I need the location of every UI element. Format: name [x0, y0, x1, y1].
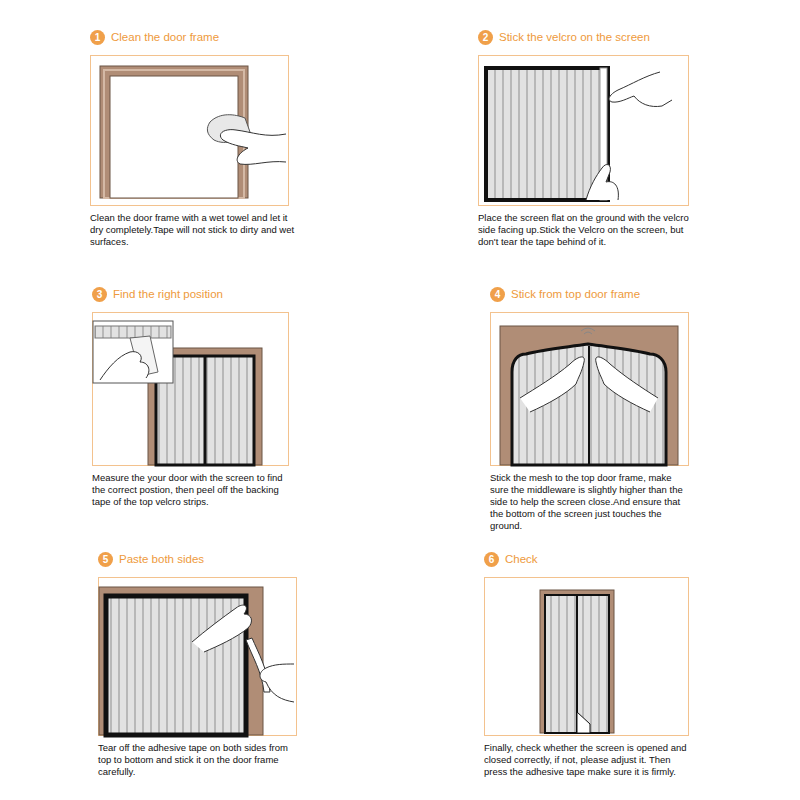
step-description: Measure the your door with the screen to…	[92, 472, 297, 508]
callout-number: 4	[495, 287, 501, 302]
screen-side-fixing	[99, 587, 294, 735]
step-panel: CheckFinally, check whether the screen i…	[484, 552, 692, 778]
panel-frame	[99, 578, 297, 736]
panel-frame	[491, 313, 689, 466]
callout-number: 6	[489, 552, 495, 567]
finished-door	[540, 590, 614, 733]
panel-frame	[93, 313, 289, 466]
step-description: Tear off the adhesive tape on both sides…	[98, 742, 303, 778]
step-number-circle: 4	[490, 287, 505, 302]
callout-number: 5	[103, 552, 109, 567]
panel-frame	[479, 56, 689, 206]
step-number-circle: 2	[478, 30, 493, 45]
step-description: Place the screen flat on the ground with…	[478, 212, 690, 248]
step-title: Stick from top door frame	[511, 287, 640, 302]
step-description: Clean the door frame with a wet towel an…	[90, 212, 295, 248]
step-number-circle: 1	[90, 30, 105, 45]
step-title: Stick the velcro on the screen	[499, 30, 650, 45]
step-description: Stick the mesh to the top door frame, ma…	[490, 472, 690, 532]
step-panel: Paste both sidesTear off the adhesive ta…	[98, 552, 303, 778]
step-panel: Find the right positionMeasure the your …	[92, 287, 297, 508]
step-panel: Clean the door frameClean the door frame…	[90, 30, 295, 248]
screen-velcro	[486, 68, 672, 200]
step-title: Check	[505, 552, 538, 567]
screen-top-fixing	[500, 326, 678, 465]
callout-number: 1	[95, 30, 101, 45]
step-panel: Stick from top door frameStick the mesh …	[490, 287, 690, 532]
callout-number: 3	[97, 287, 103, 302]
panel-frame	[485, 578, 689, 736]
step-description: Finally, check whether the screen is ope…	[484, 742, 692, 778]
step-title: Find the right position	[113, 287, 223, 302]
step-number-circle: 5	[98, 552, 113, 567]
step-title: Clean the door frame	[111, 30, 219, 45]
step-panel: Stick the velcro on the screenPlace the …	[478, 30, 690, 248]
panel-frame	[91, 56, 289, 206]
callout-number: 2	[483, 30, 489, 45]
step-number-circle: 3	[92, 287, 107, 302]
step-title: Paste both sides	[119, 552, 204, 567]
step-number-circle: 6	[484, 552, 499, 567]
door-measure	[93, 321, 262, 465]
door-frame-cleaning	[100, 66, 286, 198]
